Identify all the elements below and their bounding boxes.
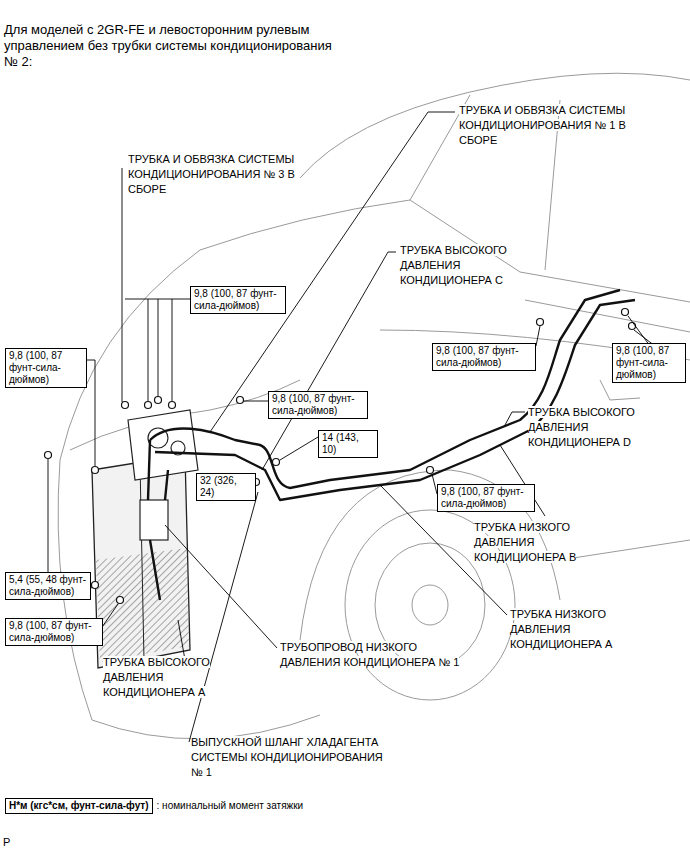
torque-value: 9,8 (100, 87 фунт-сила-дюймов) [190, 286, 286, 314]
torque-box: 9,8 (100, 87 фунт-сила-дюймов) [612, 343, 686, 383]
part-name: ВЫПУСКНОЙ ШЛАНГ ХЛАДАГЕНТА СИСТЕМЫ КОНДИ… [191, 735, 391, 780]
part-name: ТРУБОПРОВОД НИЗКОГО ДАВЛЕНИЯ КОНДИЦИОНЕР… [280, 640, 475, 670]
torque-box: 9,8 (100, 87 фунт-сила-дюймов) [5, 618, 103, 646]
part-name: ТРУБКА НИЗКОГО ДАВЛЕНИЯ КОНДИЦИОНЕРА А [510, 607, 655, 652]
torque-value: 32 (326, 24) [196, 473, 256, 501]
torque-value: Н*м (кгс*см, фунт-сила-фут) [5, 798, 153, 814]
torque-value: 9,8 (100, 87 фунт-сила-дюймов) [5, 348, 87, 388]
part-name: ТРУБКА И ОБВЯЗКА СИСТЕМЫ КОНДИЦИОНИРОВАН… [459, 103, 659, 148]
leader-lines [48, 112, 655, 742]
legend-note: : номинальный момент затяжки [153, 800, 304, 812]
torque-value: 9,8 (100, 87 фунт-сила-дюймов) [5, 618, 103, 646]
part-name: ТРУБКА ВЫСОКОГО ДАВЛЕНИЯ КОНДИЦИОНЕРА А [103, 655, 248, 700]
torque-value: 9,8 (100, 87 фунт-сила-дюймов) [437, 484, 535, 512]
diagram-title: Для моделей с 2GR-FE и левосторонним рул… [4, 22, 349, 70]
bolts [45, 309, 636, 604]
part-name: ТРУБКА И ОБВЯЗКА СИСТЕМЫ КОНДИЦИОНИРОВАН… [128, 152, 323, 197]
torque-box: 32 (326, 24) [196, 473, 256, 501]
legend-box: Н*м (кгс*см, фунт-сила-фут): номинальный… [5, 798, 303, 814]
torque-box: 5,4 (55, 48 фунт-сила-дюймов) [5, 572, 91, 600]
torque-box: 14 (143, 10) [318, 430, 378, 458]
torque-box: 9,8 (100, 87 фунт-сила-дюймов) [5, 348, 87, 388]
part-name: ТРУБКА НИЗКОГО ДАВЛЕНИЯ КОНДИЦИОНЕРА В [474, 520, 619, 565]
torque-box: 9,8 (100, 87 фунт-сила-дюймов) [190, 286, 286, 314]
car-body [58, 73, 690, 739]
torque-value: 9,8 (100, 87 фунт-сила-дюймов) [268, 391, 368, 419]
part-name: ТРУБКА ВЫСОКОГО ДАВЛЕНИЯ КОНДИЦИОНЕРА D [528, 405, 678, 450]
torque-value: 5,4 (55, 48 фунт-сила-дюймов) [5, 572, 91, 600]
torque-value: 14 (143, 10) [318, 430, 378, 458]
part-name: ТРУБКА ВЫСОКОГО ДАВЛЕНИЯ КОНДИЦИОНЕРА С [400, 243, 550, 288]
torque-value: 9,8 (100, 87 фунт-сила-дюймов) [432, 343, 536, 371]
torque-box: 9,8 (100, 87 фунт-сила-дюймов) [437, 484, 535, 512]
ac-pipes [148, 290, 635, 600]
condenser [92, 455, 190, 668]
torque-box: 9,8 (100, 87 фунт-сила-дюймов) [432, 343, 536, 371]
torque-box: 9,8 (100, 87 фунт-сила-дюймов) [268, 391, 368, 419]
page-mark: P [3, 835, 23, 850]
torque-value: 9,8 (100, 87 фунт-сила-дюймов) [612, 343, 686, 383]
